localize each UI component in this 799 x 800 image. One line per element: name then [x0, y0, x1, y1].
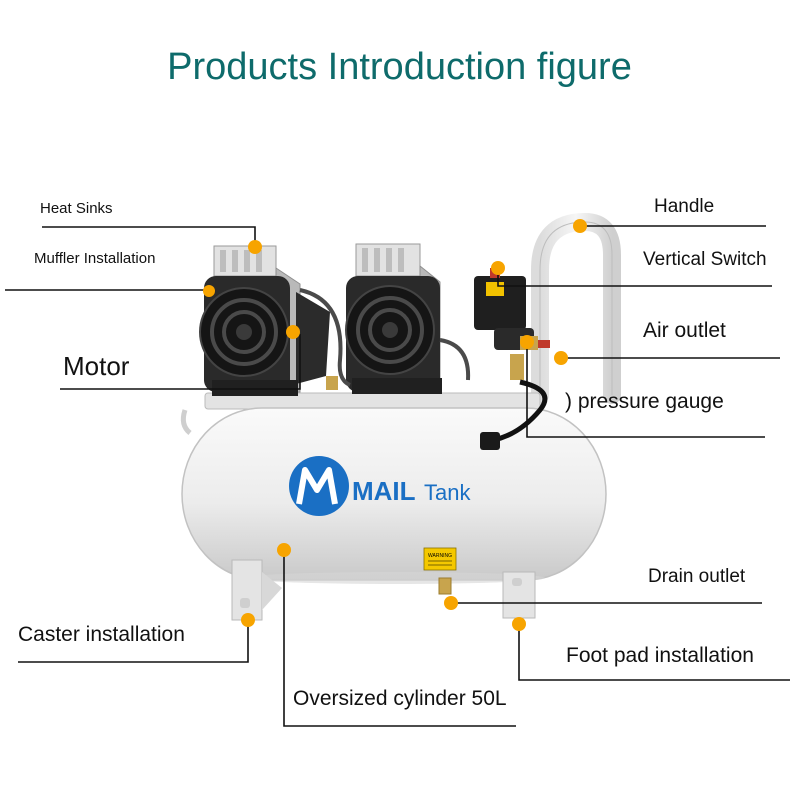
handle-frame [531, 212, 621, 404]
callout-dot-foot-pad [512, 617, 526, 631]
label-handle: Handle [654, 196, 715, 217]
callout-dot-muffler [203, 285, 215, 297]
hose-left [299, 288, 351, 387]
callout-dot-cylinder [277, 543, 291, 557]
callout-dot-motor [286, 325, 300, 339]
callout-dot-pressure-gauge [520, 335, 534, 349]
label-cylinder: Oversized cylinder 50L [293, 687, 507, 710]
left-motor [199, 245, 330, 396]
leader-cylinder [283, 550, 516, 727]
drain-valve [438, 577, 452, 595]
label-pressure-gauge: ) pressure gauge [565, 390, 724, 413]
leader-pressure-gauge [526, 342, 765, 438]
label-air-outlet: Air outlet [643, 319, 726, 342]
air-tank [181, 407, 607, 584]
left-foot [231, 559, 282, 621]
label-caster: Caster installation [18, 623, 185, 646]
brand-suffix: Tank [424, 480, 471, 505]
callout-dot-heat-sinks [248, 240, 262, 254]
label-vertical-switch: Vertical Switch [643, 249, 767, 270]
label-foot-pad: Foot pad installation [566, 644, 754, 667]
power-plug [480, 432, 500, 450]
brand-logo: MAIL Tank [289, 456, 471, 516]
warning-sticker-text: WARNING [428, 553, 452, 559]
hose-right [439, 338, 471, 381]
power-cord [493, 379, 548, 443]
leader-heat-sinks [42, 226, 256, 245]
leader-motor [60, 334, 301, 390]
leader-caster [18, 620, 249, 663]
label-motor: Motor [63, 351, 130, 381]
callout-dot-caster [241, 613, 255, 627]
callout-dot-handle [573, 219, 587, 233]
left-hook [180, 409, 192, 435]
callout-dot-drain-outlet [444, 596, 458, 610]
callout-dot-vertical-switch [491, 261, 505, 275]
label-heat-sinks: Heat Sinks [40, 200, 113, 217]
label-drain-outlet: Drain outlet [648, 566, 746, 587]
right-motor [345, 243, 442, 394]
right-foot [502, 571, 536, 619]
hose-fitting [326, 376, 338, 390]
callout-dot-air-outlet [554, 351, 568, 365]
brand-prefix: MAIL [352, 476, 416, 506]
leader-foot-pad [518, 624, 790, 681]
page-title: Products Introduction figure [167, 46, 632, 88]
label-muffler: Muffler Installation [34, 250, 156, 267]
warning-sticker: WARNING [423, 547, 457, 571]
